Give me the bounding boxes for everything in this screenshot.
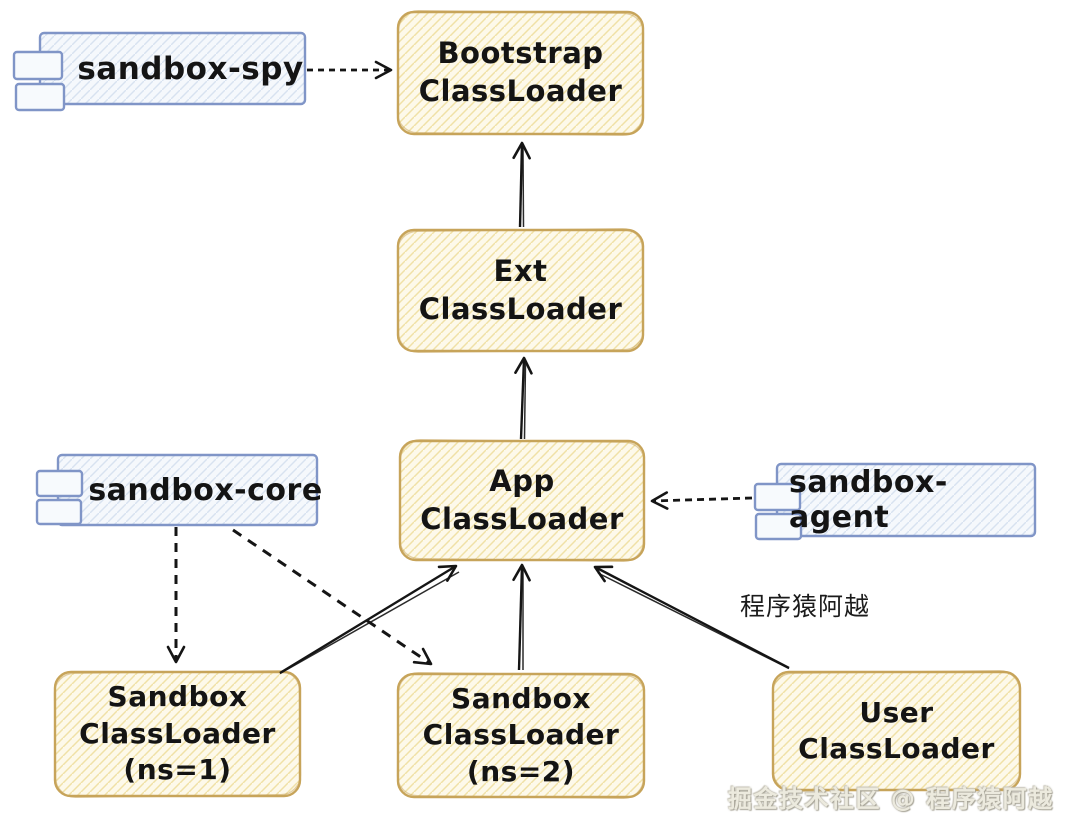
node-sandbox-classloader-ns2 [396,672,646,799]
edge-sandbox-core-to-ns2 [232,528,433,666]
node-sandbox-classloader-ns1 [53,670,302,798]
node-user-classloader [771,670,1022,792]
edge-user-to-app [593,565,790,670]
component-sandbox-agent [753,462,1037,541]
component-tab-icon [754,512,803,541]
node-app-classloader [398,439,646,562]
component-tab-icon [35,469,84,498]
component-tab-icon [14,82,66,112]
component-tab-icon [35,498,83,526]
component-sandbox-spy [12,31,307,112]
edge-sandbox-agent-to-app [650,491,753,510]
component-sandbox-core [35,453,319,527]
edge-ns2-to-app [512,563,531,671]
edge-app-to-ext [514,356,533,440]
node-ext-classloader [396,228,645,353]
edge-ext-to-bootstrap [512,141,531,228]
component-tab-icon [753,482,802,512]
edge-ns1-to-app [279,564,460,675]
node-bootstrap-classloader [396,10,645,136]
component-tab-icon [12,50,64,81]
